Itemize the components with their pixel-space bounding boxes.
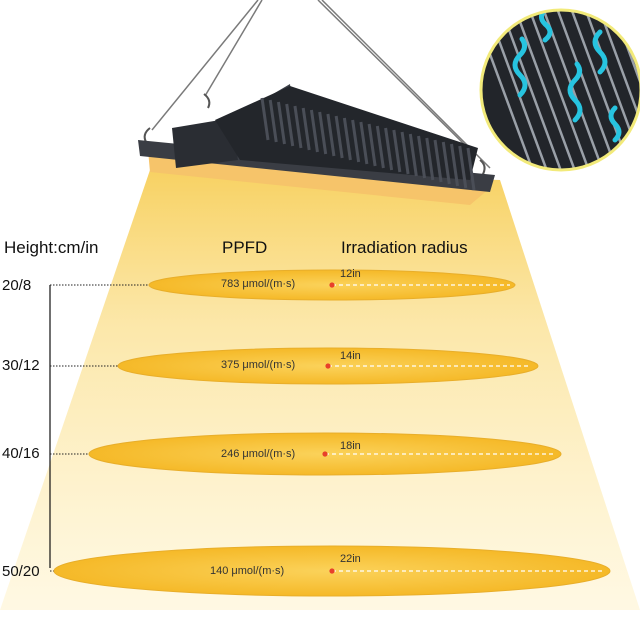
ppfd-value-1: 783 μmol/(m·s)	[221, 278, 296, 290]
height-header: Height:cm/in	[4, 238, 99, 257]
heatsink-fin	[417, 135, 427, 179]
radius-value-3: 18in	[340, 440, 361, 452]
inset-fin	[524, 10, 598, 170]
heatsink-detail-inset	[479, 8, 640, 172]
height-leader-lines	[50, 284, 149, 572]
heatsink-fin	[342, 117, 352, 161]
airflow-icon	[512, 10, 622, 143]
inset-fin	[496, 10, 570, 170]
ppfd-value-3: 246 μmol/(m·s)	[221, 448, 296, 460]
heatsink-fin	[433, 139, 443, 183]
heatsink-fin	[384, 127, 394, 171]
heatsink-fin	[425, 137, 435, 181]
heatsink-fin	[285, 103, 295, 147]
ppfd-header: PPFD	[222, 238, 268, 257]
heatsink-fin	[367, 123, 377, 167]
center-dot-1	[329, 282, 335, 288]
inset-fin	[594, 10, 640, 170]
heatsink-fin	[334, 115, 344, 159]
heatsink-fin	[318, 111, 328, 155]
heatsink-fin	[375, 125, 385, 169]
inset-fin	[580, 10, 640, 170]
ppfd-value-2: 375 μmol/(m·s)	[221, 359, 296, 371]
heatsink-fin	[293, 105, 303, 149]
heatsink-fin	[260, 97, 270, 141]
heatsink-fin	[441, 141, 451, 185]
height-label-2: 30/12	[2, 357, 40, 374]
led-fixture	[138, 84, 495, 205]
height-label-3: 40/16	[2, 445, 40, 462]
heatsink-fin	[309, 109, 319, 153]
ppfd-value-4: 140 μmol/(m·s)	[210, 565, 285, 577]
radius-value-1: 12in	[340, 268, 361, 280]
coverage-ellipses	[53, 269, 611, 597]
radius-value-4: 22in	[340, 553, 361, 565]
heatsink-fin	[400, 131, 410, 175]
heatsink-fin	[351, 119, 361, 163]
center-dot-4	[329, 568, 335, 574]
heatsink-fin	[301, 107, 311, 151]
radius-header: Irradiation radius	[341, 238, 468, 257]
heatsink-fin	[458, 145, 468, 189]
height-label-4: 50/20	[2, 563, 40, 580]
heatsink-fin	[392, 129, 402, 173]
inset-fin	[510, 10, 584, 170]
hanging-cables	[151, 0, 491, 169]
height-label-1: 20/8	[2, 277, 32, 294]
heatsink-fin	[450, 143, 460, 187]
light-beam	[0, 170, 640, 610]
heatsink-fin	[408, 133, 418, 177]
heatsink-fins	[260, 97, 476, 191]
heatsink-fin	[268, 99, 278, 143]
center-dot-2	[325, 363, 331, 369]
heatsink-fin	[326, 113, 336, 157]
heatsink-fin	[276, 101, 286, 145]
heatsink-fin	[466, 147, 476, 191]
radius-value-2: 14in	[340, 350, 361, 362]
center-dot-3	[322, 451, 328, 457]
heatsink-fin	[359, 121, 369, 165]
